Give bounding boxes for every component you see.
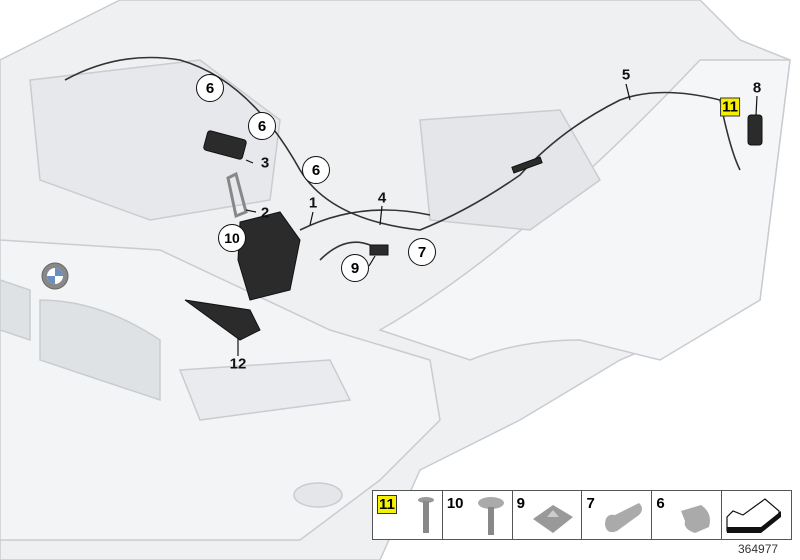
legend-number: 7 xyxy=(586,495,595,512)
legend-number: 9 xyxy=(516,495,525,512)
callout-7: 7 xyxy=(408,238,436,266)
nut-clip-icon xyxy=(533,505,574,533)
callout-5: 5 xyxy=(621,66,631,84)
legend-item-11[interactable]: 11 xyxy=(373,491,443,539)
callout-9: 9 xyxy=(341,254,369,282)
diagram-reference-number: 364977 xyxy=(738,542,779,556)
callout-4: 4 xyxy=(377,189,387,207)
part-1-hood-lock xyxy=(237,211,301,301)
parts-legend: 11 10 9 7 6 xyxy=(372,490,792,540)
part-12 xyxy=(184,299,261,341)
callout-6: 6 xyxy=(196,74,224,102)
part-3 xyxy=(203,130,247,160)
callout-12: 12 xyxy=(229,355,247,373)
callout-2: 2 xyxy=(260,204,270,222)
part-9 xyxy=(369,244,389,256)
callout-11-highlighted: 11 xyxy=(720,97,740,117)
callout-6: 6 xyxy=(302,156,330,184)
callout-3: 3 xyxy=(260,154,270,172)
bmw-logo xyxy=(41,262,69,290)
double-clip-icon xyxy=(605,503,643,533)
legend-item-7[interactable]: 7 xyxy=(582,491,653,539)
direction-arrow-icon xyxy=(726,498,781,533)
callout-6: 6 xyxy=(248,112,276,140)
callout-1: 1 xyxy=(308,194,318,212)
legend-number: 6 xyxy=(656,495,665,512)
callout-10: 10 xyxy=(218,224,246,252)
callout-8: 8 xyxy=(752,79,762,97)
collar-screw-icon xyxy=(477,497,504,535)
parts xyxy=(184,114,763,341)
legend-item-arrow[interactable] xyxy=(722,491,791,539)
part-2 xyxy=(226,171,248,219)
legend-item-10[interactable]: 10 xyxy=(443,491,513,539)
screw-icon xyxy=(417,497,434,533)
legend-number: 11 xyxy=(377,495,397,514)
cable-clip-icon xyxy=(681,505,711,533)
part-8 xyxy=(747,114,763,146)
legend-item-9[interactable]: 9 xyxy=(513,491,583,539)
legend-number: 10 xyxy=(446,495,464,512)
legend-item-6[interactable]: 6 xyxy=(652,491,723,539)
